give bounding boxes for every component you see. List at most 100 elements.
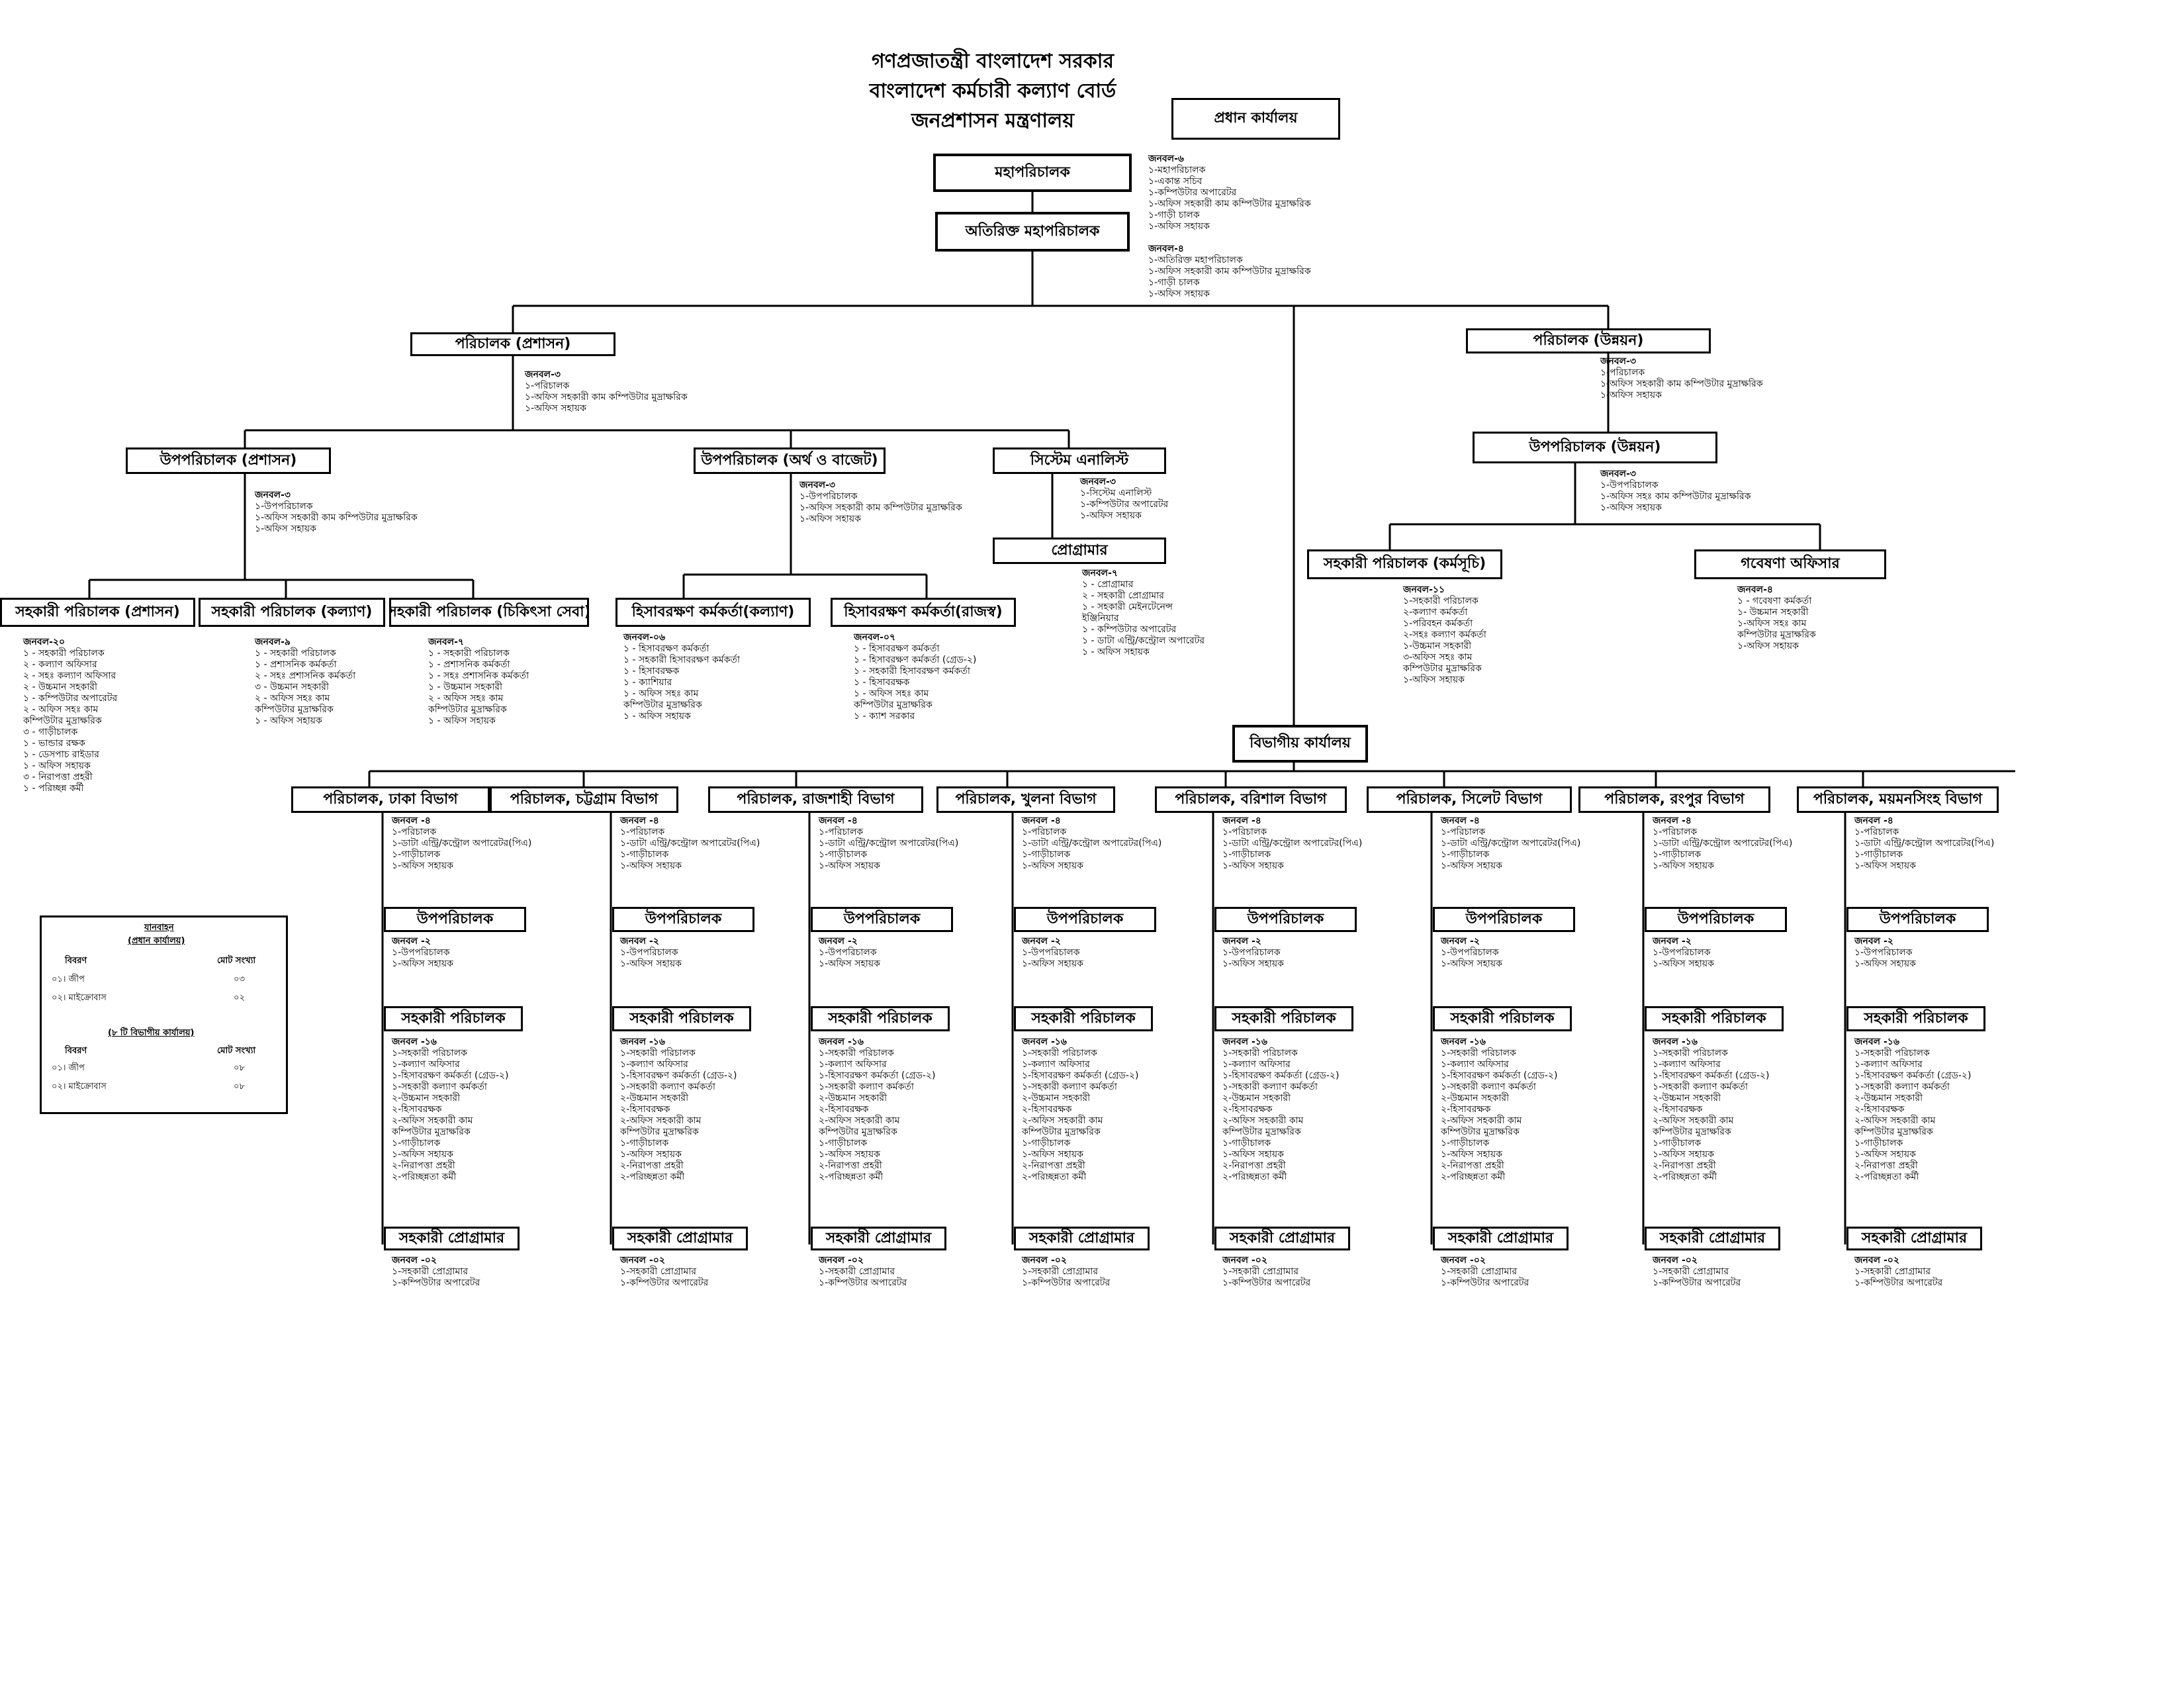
staff-line: ৩ - নিরাপত্তা প্রহরী [23, 772, 93, 782]
staff-line: ২-হিসাবরক্ষক [1441, 1104, 1491, 1115]
staff-line: ১-গাড়ীচালক [819, 849, 868, 860]
staff-line: ১-গাড়ীচালক [1222, 849, 1271, 860]
staff-line: ১-অফিস সহকারী কাম কম্পিউটার মুদ্রাক্ষরিক [1148, 266, 1311, 277]
division-dd-box: উপপরিচালক [811, 907, 953, 932]
staff-line: ১-হিসাবরক্ষণ কর্মকর্তা (গ্রেড-২) [819, 1070, 936, 1081]
vehicles-row-count: ০২ [234, 993, 245, 1003]
division-director-box: পরিচালক, চট্টগ্রাম বিভাগ [490, 786, 678, 813]
division-director-box: পরিচালক, ময়মনসিংহ বিভাগ [1797, 786, 1999, 813]
staff-line: ১-গাড়ীচালক [1222, 1138, 1271, 1149]
vehicles-title: যানবাহন [144, 923, 174, 933]
staff-line: ২-অফিস সহকারী কাম [819, 1115, 900, 1126]
staff-line: ২-অফিস সহকারী কাম [620, 1115, 702, 1126]
division-dd-box: উপপরিচালক [384, 907, 526, 932]
staff-total: জনবল -০২ [1854, 1255, 1899, 1266]
staff-line: ১-গাড়ী চালক [1148, 210, 1200, 220]
staff-line: ১-গাড়ীচালক [1854, 849, 1903, 860]
box-research: গবেষণা অফিসার [1694, 549, 1886, 579]
staff-total: জনবল -৪ [819, 816, 858, 826]
staff-line: কম্পিউটার মুদ্রাক্ষরিক [1222, 1127, 1301, 1137]
staff-line: কম্পিউটার মুদ্রাক্ষরিক [392, 1127, 471, 1137]
staff-total: জনবল -৪ [1653, 816, 1692, 826]
staff-line: ১-সহকারী পরিচালক [1403, 596, 1479, 606]
division-ad-box: সহকারী পরিচালক [811, 1006, 950, 1031]
box-dg: মহাপরিচালক [933, 154, 1132, 192]
staff-line: ১-হিসাবরক্ষণ কর্মকর্তা (গ্রেড-২) [1653, 1070, 1770, 1081]
staff-total: জনবল-৩ [1600, 469, 1637, 479]
staff-line: কম্পিউটার মুদ্রাক্ষরিক [623, 700, 702, 710]
staff-line: ২-পরিচ্ছন্নতা কর্মী [1653, 1172, 1717, 1182]
staff-total: জনবল -২ [819, 936, 858, 947]
staff-line: ১ - প্রশাসনিক কর্মকর্তা [255, 659, 337, 670]
staff-line: ২-নিরাপত্তা প্রহরী [1441, 1160, 1504, 1171]
staff-line: ২ - অফিস সহঃ কাম [255, 693, 330, 704]
staff-line: ১-অফিস সহায়ক [1022, 1149, 1083, 1160]
staff-line: ১-ডাটা এন্ট্রি/কন্ট্রোল অপারেটর(পিএ) [1854, 838, 1995, 849]
staff-line: ১ - প্রশাসনিক কর্মকর্তা [428, 659, 510, 670]
staff-line: ১-সহকারী কল্যাণ কর্মকর্তা [1653, 1082, 1748, 1092]
staff-line: ১-অফিস সহায়ক [1653, 959, 1714, 969]
staff-line: ১-সহকারী পরিচালক [392, 1048, 467, 1058]
staff-line: ১ - গবেষণা কর্মকর্তা [1737, 596, 1812, 606]
staff-line: ১ - হিসাবরক্ষক [854, 677, 910, 688]
staff-line: ১-সহকারী প্রোগ্রামার [1022, 1266, 1099, 1277]
staff-total: জনবল -১৬ [1854, 1037, 1899, 1047]
staff-line: ১-সহকারী পরিচালক [1441, 1048, 1516, 1058]
staff-line: ১-গাড়ীচালক [1441, 849, 1490, 860]
staff-line: ১-ডাটা এন্ট্রি/কন্ট্রোল অপারেটর(পিএ) [1653, 838, 1793, 849]
staff-line: ১-উপপরিচালক [1022, 947, 1080, 958]
staff-line: ১-হিসাবরক্ষণ কর্মকর্তা (গ্রেড-২) [620, 1070, 737, 1081]
staff-line: ১-অফিস সহায়ক [1080, 510, 1142, 521]
division-ap-box: সহকারী প্রোগ্রামার [612, 1227, 748, 1250]
staff-line: ১- উচ্চমান সহকারী [1737, 607, 1809, 618]
vehicles-row-count: ০৩ [234, 974, 245, 984]
staff-line: ১-সহকারী কল্যাণ কর্মকর্তা [620, 1082, 715, 1092]
staff-line: ১-অফিস সহকারী কাম কম্পিউটার মুদ্রাক্ষরিক [1148, 199, 1311, 209]
staff-total: জনবল -৪ [620, 816, 659, 826]
staff-line: ১-অফিস সহায়ক [819, 959, 880, 969]
division-ap-box: সহকারী প্রোগ্রামার [1214, 1227, 1350, 1250]
box-dd-admin: উপপরিচালক (প্রশাসন) [126, 447, 331, 474]
staff-total: জনবল -০২ [1222, 1255, 1267, 1266]
staff-line: ১-অফিস সহকারী কাম কম্পিউটার মুদ্রাক্ষরিক [255, 512, 418, 523]
vehicles-col-count: মোট সংখ্যা [217, 1046, 256, 1056]
staff-line: ১-অফিস সহায়ক [819, 1149, 880, 1160]
staff-line: ২-উচ্চমান সহকারী [620, 1093, 689, 1103]
staff-line: ২-উচ্চমান সহকারী [1022, 1093, 1091, 1103]
staff-line: ২ - সহঃ প্রশাসনিক কর্মকর্তা [255, 671, 356, 681]
staff-total: জনবল -০২ [1653, 1255, 1698, 1266]
box-ad-admin: সহকারী পরিচালক (প্রশাসন) [0, 598, 195, 627]
staff-line: ২-অফিস সহকারী কাম [1222, 1115, 1304, 1126]
staff-line: ১-কল্যাণ অফিসার [1653, 1059, 1721, 1070]
staff-line: ২-নিরাপত্তা প্রহরী [819, 1160, 882, 1171]
staff-line: ২-হিসাবরক্ষক [1022, 1104, 1072, 1115]
staff-line: ১-পরিবহন কর্মকর্তা [1403, 618, 1473, 629]
division-ad-box: সহকারী পরিচালক [384, 1006, 523, 1031]
staff-line: ২-অফিস সহকারী কাম [1653, 1115, 1734, 1126]
staff-line: ২-উচ্চমান সহকারী [1441, 1093, 1510, 1103]
staff-line: ১-উপপরিচালক [799, 491, 858, 502]
box-dd-dev: উপপরিচালক (উন্নয়ন) [1473, 432, 1717, 463]
division-director-box: পরিচালক, রাজশাহী বিভাগ [708, 786, 923, 813]
staff-total: জনবল -৪ [1022, 816, 1061, 826]
staff-line: ২-কল্যাণ কর্মকর্তা [1403, 607, 1468, 618]
staff-line: ১-গাড়ীচালক [1653, 849, 1702, 860]
staff-line: ১-অফিস সহায়ক [1854, 1149, 1916, 1160]
staff-line: ১-সহকারী পরিচালক [620, 1048, 696, 1058]
staff-line: ২-উচ্চমান সহকারী [1854, 1093, 1923, 1103]
staff-line: ১-একান্ত সচিব [1148, 176, 1203, 187]
staff-line: ১-অফিস সহায়ক [392, 959, 453, 969]
staff-line: ১-কম্পিউটার অপারেটর [1022, 1278, 1111, 1288]
staff-line: ১ - হিসাবরক্ষণ কর্মকর্তা [623, 643, 709, 654]
vehicles-subtitle-hq: (প্রধান কার্যালয়) [128, 936, 185, 946]
gov-title: গণপ্রজাতন্ত্রী বাংলাদেশ সরকার [872, 50, 1114, 73]
